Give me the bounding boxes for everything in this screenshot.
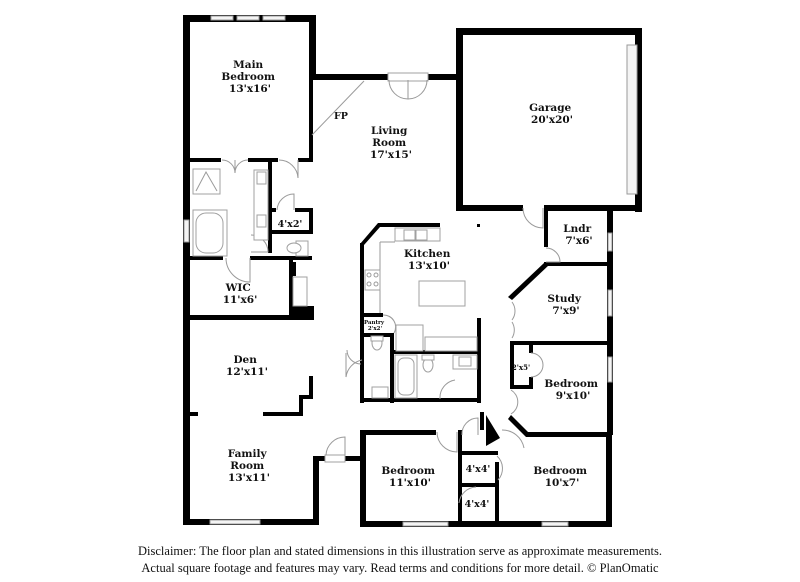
windows [183,15,638,527]
fixtures [192,80,478,399]
study-label: Study 7'x9' [547,293,584,317]
doors [221,72,561,504]
pantry-label: Pantry 2'x2' [364,320,386,332]
bedroom-4-label: Bedroom 10'x7' [533,465,590,489]
closet-2x5-label: 2'x5' [512,363,530,372]
fireplace-label: FP [334,111,348,122]
room-labels: Main Bedroom 13'x16' FP Living Room 17'x… [221,59,601,510]
bedroom-3-label: Bedroom 11'x10' [381,465,438,489]
living-room-label: Living Room 17'x15' [370,125,412,161]
kitchen-label: Kitchen 13'x10' [404,248,454,272]
closet-4x2-label: 4'x2' [278,219,303,230]
closet-4x4-b-label: 4'x4' [465,499,490,510]
floor-plan: Main Bedroom 13'x16' FP Living Room 17'x… [183,15,642,527]
garage-label: Garage 20'x20' [529,102,575,126]
interior-walls [183,78,613,527]
family-room-label: Family Room 13'x11' [228,448,271,484]
main-bedroom-label: Main Bedroom 13'x16' [221,59,278,95]
disclaimer: Disclaimer: The floor plan and stated di… [0,543,800,577]
bedroom-2-label: Bedroom 9'x10' [544,378,601,402]
den-label: Den 12'x11' [226,354,268,378]
closet-4x4-a-label: 4'x4' [466,464,491,475]
laundry-label: Lndr 7'x6' [563,223,595,247]
wic-label: WIC 11'x6' [223,282,258,306]
disclaimer-line-2: Actual square footage and features may v… [141,561,659,575]
disclaimer-line-1: Disclaimer: The floor plan and stated di… [138,544,662,558]
